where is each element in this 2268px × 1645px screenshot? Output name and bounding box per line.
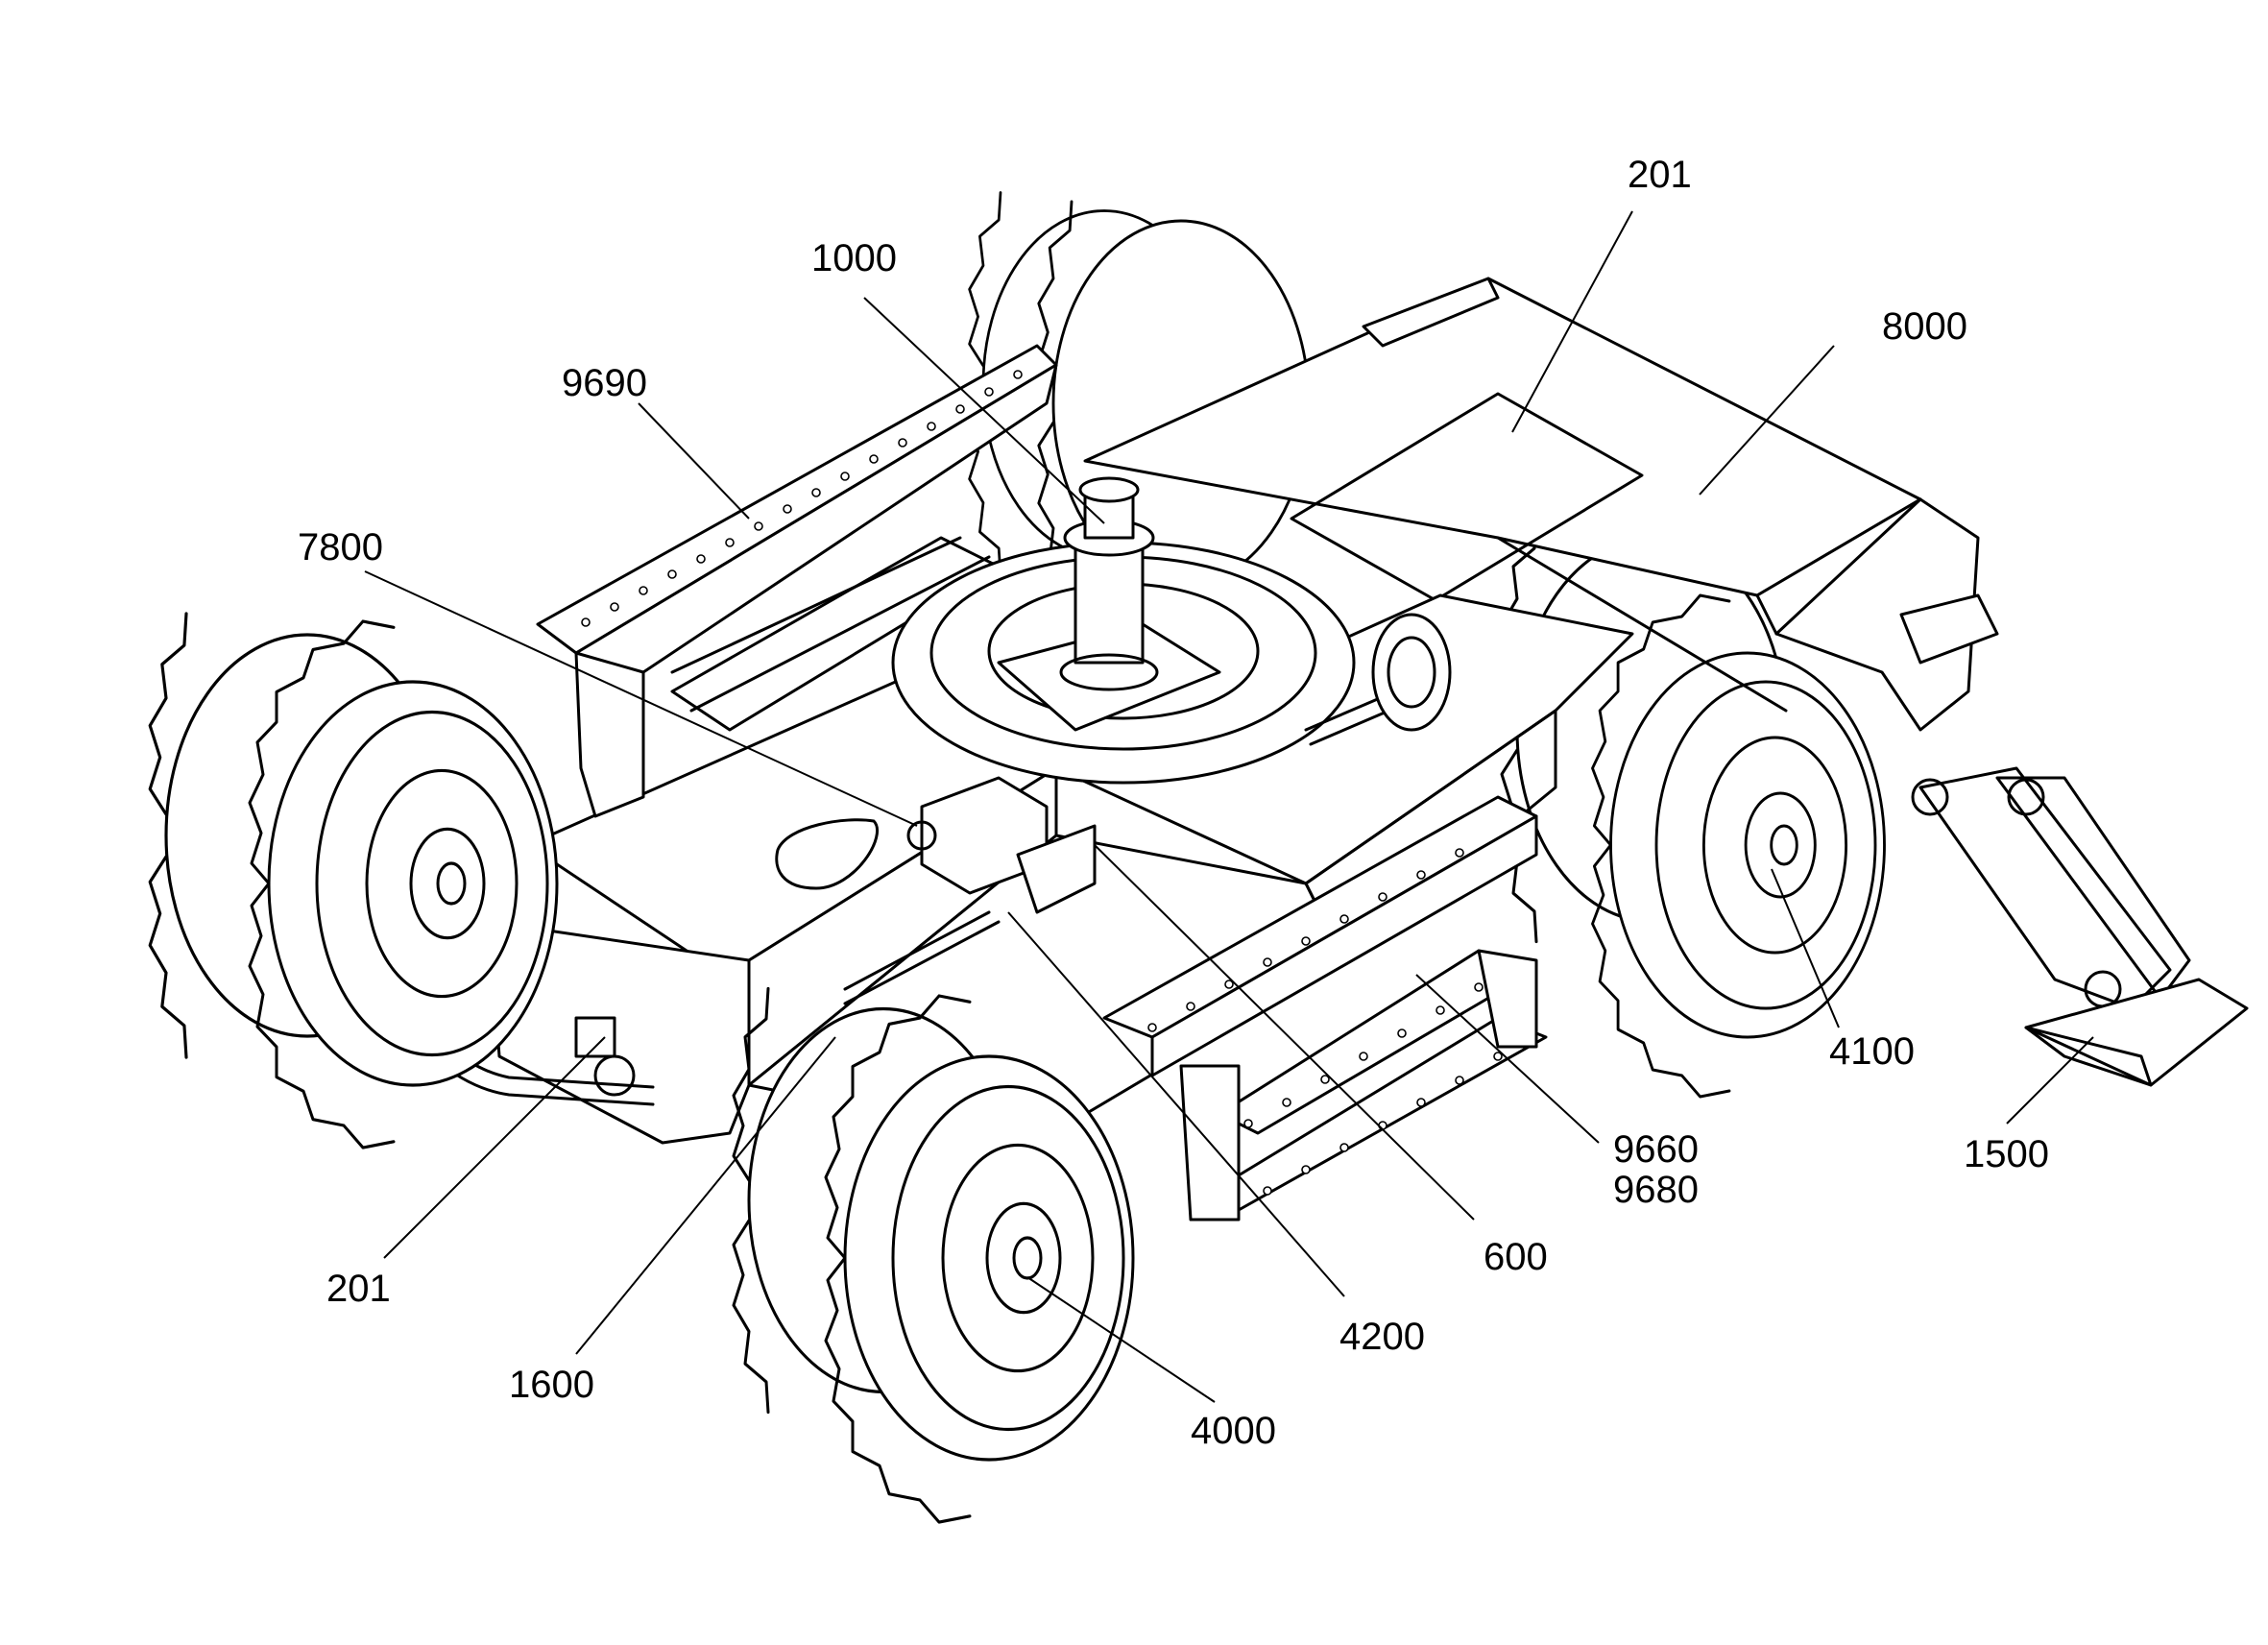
part-labels: 201 1000 8000 9690 7800 4100 9660 9680 1… (298, 154, 2049, 1452)
label-9680: 9680 (1613, 1169, 1699, 1211)
label-7800: 7800 (298, 526, 383, 568)
label-201-top: 201 (1628, 154, 1692, 196)
slewing-ring (891, 476, 1356, 785)
label-8000: 8000 (1882, 305, 1967, 348)
step-perforations (581, 370, 1503, 1196)
label-1500: 1500 (1964, 1133, 2049, 1175)
hydraulic-valve-block (843, 776, 1097, 1005)
drive-shaft (1304, 613, 1452, 746)
main-frame (488, 277, 2249, 1222)
label-1600: 1600 (509, 1364, 594, 1406)
label-4100: 4100 (1829, 1030, 1915, 1073)
label-9690: 9690 (562, 362, 647, 404)
label-1000: 1000 (811, 237, 897, 279)
label-4200: 4200 (1339, 1316, 1425, 1358)
label-4000: 4000 (1191, 1410, 1276, 1452)
label-600: 600 (1484, 1236, 1548, 1278)
tire-front-left (148, 612, 559, 1149)
label-201-bottom: 201 (326, 1268, 391, 1310)
leader-lines (364, 210, 2094, 1403)
label-9660: 9660 (1613, 1128, 1699, 1171)
